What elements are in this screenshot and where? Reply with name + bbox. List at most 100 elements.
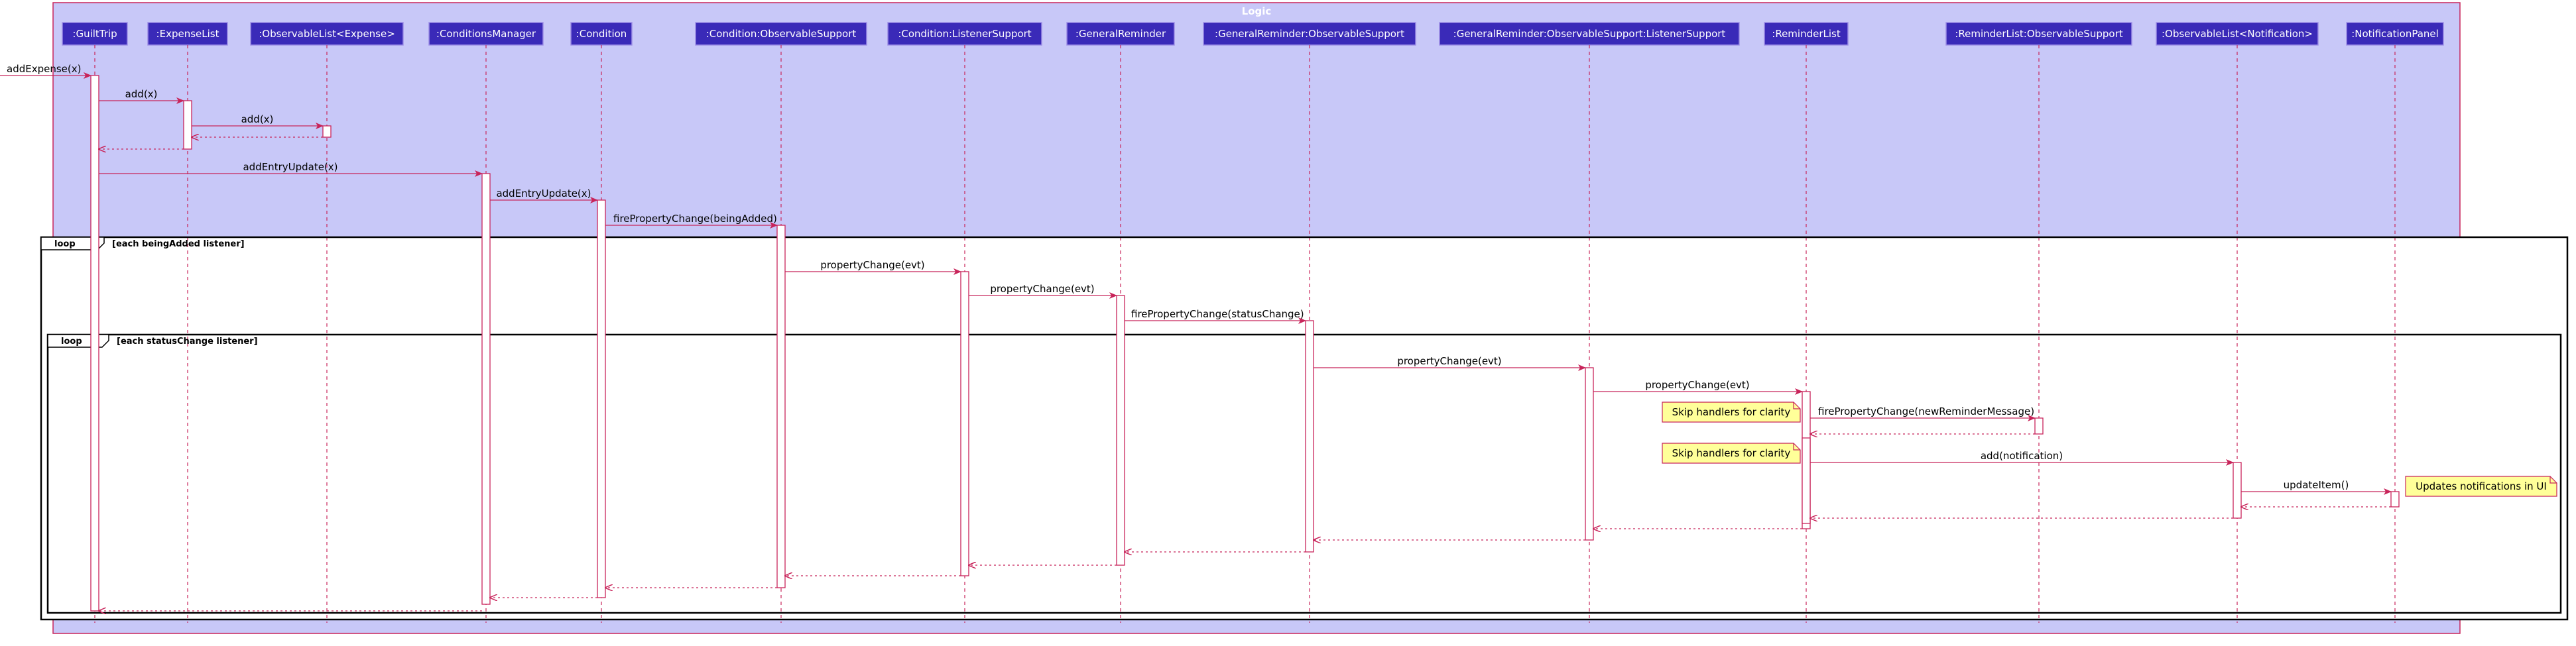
call-message: add(x) bbox=[192, 113, 324, 129]
call-message: propertyChange(evt) bbox=[1593, 379, 1803, 395]
participant-label: :Condition:ListenerSupport bbox=[898, 28, 1031, 40]
note-box bbox=[1662, 402, 1801, 423]
fragment-box bbox=[40, 236, 2569, 621]
message-label: firePropertyChange(beingAdded) bbox=[613, 213, 777, 225]
participant-box bbox=[695, 22, 867, 46]
participant-box bbox=[2156, 22, 2319, 46]
message-label: propertyChange(evt) bbox=[1397, 355, 1501, 367]
note-text: Updates notifications in UI bbox=[2416, 480, 2547, 492]
participant-remlist: :ReminderList bbox=[1764, 22, 1849, 46]
outer-loop-background bbox=[41, 237, 2567, 619]
participant-guilttrip: :GuiltTrip bbox=[62, 22, 128, 46]
participant-cond-obs: :Condition:ObservableSupport bbox=[695, 22, 867, 46]
participant-label: :ReminderList:ObservableSupport bbox=[1955, 28, 2122, 40]
activation-bar bbox=[1585, 367, 1594, 541]
activation-bar bbox=[2390, 491, 2400, 508]
fragment-box bbox=[46, 333, 2562, 614]
note-fold bbox=[2549, 476, 2557, 484]
participant-box bbox=[1945, 22, 2132, 46]
activation-bar bbox=[1802, 437, 1811, 524]
message-label: propertyChange(evt) bbox=[990, 283, 1094, 295]
fragment-keyword: loop bbox=[54, 239, 76, 249]
participant-label: :Condition:ObservableSupport bbox=[706, 28, 857, 40]
note-fold bbox=[1793, 443, 1800, 451]
activation-bar bbox=[90, 75, 99, 612]
message-label: addEntryUpdate(x) bbox=[496, 188, 591, 199]
participant-box bbox=[1066, 22, 1175, 46]
call-message: firePropertyChange(statusChange) bbox=[1125, 308, 1306, 324]
call-message: propertyChange(evt) bbox=[785, 259, 961, 275]
activation-bar bbox=[776, 225, 786, 588]
note-box bbox=[2405, 476, 2557, 497]
call-message: addEntryUpdate(x) bbox=[99, 161, 483, 177]
note: Skip handlers for clarity bbox=[1662, 402, 1801, 423]
message-label: propertyChange(evt) bbox=[1645, 379, 1749, 391]
activation-bar bbox=[183, 100, 192, 150]
call-message: propertyChange(evt) bbox=[969, 283, 1117, 299]
note-text: Skip handlers for clarity bbox=[1672, 447, 1791, 459]
activation-bar bbox=[960, 271, 969, 576]
call-message: addEntryUpdate(x) bbox=[490, 188, 598, 203]
activation-bar bbox=[597, 199, 606, 598]
note: Skip handlers for clarity bbox=[1662, 443, 1801, 464]
message-label: add(x) bbox=[125, 88, 158, 100]
message-label: addExpense(x) bbox=[7, 63, 81, 75]
participant-label: :ConditionsManager bbox=[436, 28, 536, 40]
call-message: updateItem() bbox=[2241, 479, 2392, 495]
participant-box bbox=[2346, 22, 2444, 46]
call-message: firePropertyChange(beingAdded) bbox=[605, 213, 778, 229]
message-label: add(notification) bbox=[1981, 450, 2063, 462]
activation-bar bbox=[2233, 462, 2242, 519]
message-label: addEntryUpdate(x) bbox=[243, 161, 337, 173]
fragment-guard: [each beingAdded listener] bbox=[112, 239, 245, 249]
activation-bar bbox=[1116, 295, 1125, 566]
participant-remlist-obs: :ReminderList:ObservableSupport bbox=[1945, 22, 2132, 46]
call-message: addExpense(x) bbox=[0, 63, 92, 79]
participant-expenselist: :ExpenseList bbox=[147, 22, 228, 46]
participant-label: :GeneralReminder bbox=[1075, 28, 1166, 40]
message-label: firePropertyChange(newReminderMessage) bbox=[1818, 405, 2034, 417]
participant-label: :GuiltTrip bbox=[72, 28, 117, 40]
participant-cond-listener: :Condition:ListenerSupport bbox=[887, 22, 1042, 46]
participant-box bbox=[250, 22, 404, 46]
call-message: firePropertyChange(newReminderMessage) bbox=[1810, 405, 2036, 421]
loop-fragment-1: loop [each beingAdded listener] bbox=[40, 236, 2569, 621]
activation-bar bbox=[322, 125, 332, 138]
note-text: Skip handlers for clarity bbox=[1672, 406, 1791, 418]
message-label: firePropertyChange(statusChange) bbox=[1131, 308, 1304, 320]
note-box bbox=[1662, 443, 1801, 464]
participant-condition: :Condition bbox=[570, 22, 633, 46]
participant-notifpanel: :NotificationPanel bbox=[2346, 22, 2444, 46]
activation-bar bbox=[481, 173, 491, 605]
participant-box bbox=[570, 22, 633, 46]
note-fold bbox=[1793, 402, 1800, 409]
participant-label: :ObservableList<Notification> bbox=[2162, 28, 2313, 40]
participant-label: :Condition bbox=[576, 28, 627, 40]
participant-box bbox=[887, 22, 1042, 46]
activation-bar bbox=[1305, 320, 1314, 553]
participant-label: :GeneralReminder:ObservableSupport:Liste… bbox=[1453, 28, 1726, 40]
participant-label: :ObservableList<Expense> bbox=[259, 28, 395, 40]
participant-genrem-obs: :GeneralReminder:ObservableSupport bbox=[1203, 22, 1416, 46]
participant-box bbox=[1439, 22, 1740, 46]
fragment-backgrounds bbox=[41, 237, 2567, 619]
participant-condmgr: :ConditionsManager bbox=[428, 22, 544, 46]
note: Updates notifications in UI bbox=[2405, 476, 2557, 497]
activation-bar bbox=[2034, 417, 2044, 435]
participant-box bbox=[147, 22, 228, 46]
fragment-keyword: loop bbox=[61, 337, 82, 347]
call-message: propertyChange(evt) bbox=[1314, 355, 1586, 371]
call-message: add(x) bbox=[99, 88, 184, 104]
participant-genrem-listener: :GeneralReminder:ObservableSupport:Liste… bbox=[1439, 22, 1740, 46]
participant-obslist-notif: :ObservableList<Notification> bbox=[2156, 22, 2319, 46]
message-label: updateItem() bbox=[2284, 479, 2349, 491]
participant-label: :ReminderList bbox=[1772, 28, 1841, 40]
participant-genrem: :GeneralReminder bbox=[1066, 22, 1175, 46]
call-message: add(notification) bbox=[1810, 450, 2234, 466]
message-label: propertyChange(evt) bbox=[820, 259, 924, 271]
participant-label: :GeneralReminder:ObservableSupport bbox=[1215, 28, 1404, 40]
logic-group-title: Logic bbox=[1242, 5, 1272, 17]
participant-obslist-expense: :ObservableList<Expense> bbox=[250, 22, 404, 46]
participant-label: :ExpenseList bbox=[156, 28, 219, 40]
